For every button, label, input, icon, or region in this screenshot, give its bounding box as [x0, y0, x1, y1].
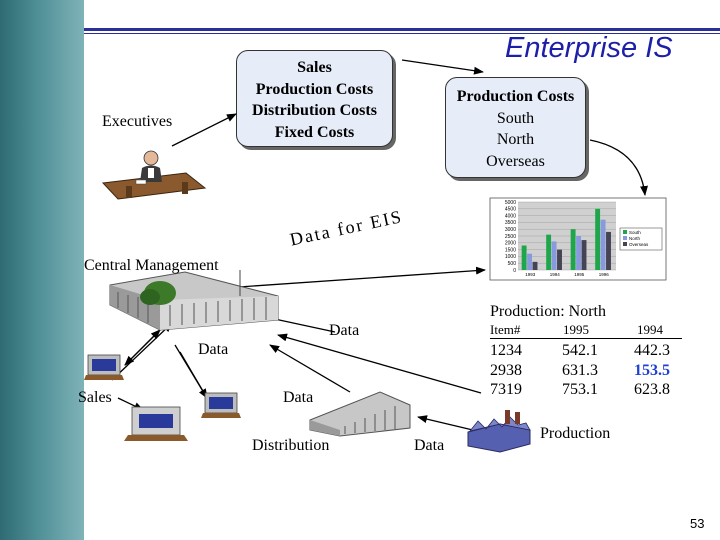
chart-bar [521, 245, 527, 270]
arrow-sales-to-central [111, 322, 173, 381]
column-header-1994: 1994 [637, 322, 663, 337]
chart-y-tick-label: 2000 [505, 241, 516, 247]
data-label: Data [329, 322, 360, 339]
chart-bar [546, 234, 552, 270]
arrow-distribution-to-central [269, 344, 351, 393]
top-rule [84, 28, 720, 31]
chart-x-tick-label: 1996 [599, 272, 610, 277]
chart-bar [551, 241, 557, 270]
arrow-prod-to-central [277, 333, 482, 394]
computer-terminal-illustration [84, 354, 124, 380]
executive-desk-illustration [101, 150, 207, 200]
data-label: Data [198, 341, 229, 358]
box-line: Production Costs [456, 88, 575, 105]
executives-label: Executives [102, 113, 173, 130]
chart-x-tick-label: 1994 [550, 272, 561, 277]
box-line: Sales [297, 59, 332, 76]
chart-y-tick-label: 5000 [505, 200, 516, 206]
arrow-box-to-chart [589, 139, 648, 196]
arrow-executives-to-box [171, 113, 237, 147]
distribution-warehouse-illustration [309, 391, 411, 437]
chart-y-tick-label: 4000 [505, 213, 516, 219]
column-header-1995: 1995 [563, 322, 589, 337]
table-cell: 631.3 [562, 361, 598, 379]
chart-y-tick-label: 3500 [505, 220, 516, 226]
page-number: 53 [690, 516, 705, 531]
chart-bar [581, 240, 587, 270]
production-bar-chart: 5000450040003500300025002000150010005000… [489, 197, 667, 281]
chart-y-tick-label: 1500 [505, 247, 516, 253]
chart-bar [576, 236, 582, 270]
chart-bar [595, 208, 601, 270]
1994-column: 442.3 153.5 623.8 [634, 341, 670, 400]
chart-legend-label: North [629, 236, 641, 241]
column-header-item: Item# [490, 322, 521, 337]
chart-x-tick-label: 1993 [525, 272, 536, 277]
production-table-title: Production: North [490, 303, 606, 320]
chart-legend-swatch [623, 230, 627, 234]
chart-bar [532, 261, 538, 270]
table-cell: 7319 [490, 381, 522, 398]
sales-label: Sales [78, 389, 112, 406]
chart-y-tick-label: 3000 [505, 227, 516, 233]
production-label: Production [540, 425, 611, 442]
chart-y-tick-label: 4500 [505, 207, 516, 213]
chart-legend-swatch [623, 236, 627, 240]
box-line: Production Costs [255, 80, 374, 98]
arrow-box-to-enterprise [401, 59, 484, 75]
box-line: Overseas [486, 152, 545, 170]
data-label: Data [283, 389, 314, 406]
chart-y-tick-label: 500 [508, 261, 517, 267]
table-cell: 2938 [490, 361, 522, 379]
table-header-rule [490, 338, 682, 339]
chart-legend-label: Overseas [629, 242, 649, 247]
box-line: Fixed Costs [274, 123, 355, 141]
slide-title: Enterprise IS [505, 32, 673, 64]
chart-y-tick-label: 2500 [505, 234, 516, 240]
production-factory-illustration [467, 410, 531, 453]
production-costs-box: Production Costs South North Overseas [445, 77, 586, 178]
chart-bar [600, 219, 606, 270]
table-cell: 1234 [490, 342, 522, 359]
box-line: Distribution Costs [252, 102, 377, 119]
table-cell: 442.3 [634, 342, 670, 359]
arrow-data-to-central [269, 317, 336, 333]
chart-y-tick-label: 0 [513, 268, 516, 274]
table-cell-highlight: 153.5 [634, 361, 670, 379]
sales-desk-terminal-illustration [124, 406, 188, 441]
computer-terminal-illustration [201, 392, 241, 418]
chart-x-tick-label: 1995 [574, 272, 585, 277]
headquarters-building-illustration [109, 270, 279, 331]
table-cell: 753.1 [562, 381, 598, 398]
chart-legend-label: South [629, 230, 641, 235]
distribution-label: Distribution [252, 437, 330, 454]
item-column: 1234 2938 7319 [490, 341, 522, 400]
central-management-label: Central Management [84, 257, 219, 274]
box-line: North [496, 131, 535, 148]
cost-categories-box: Sales Production Costs Distribution Cost… [236, 50, 393, 147]
chart-bar [570, 229, 576, 270]
arrow-central-to-eis [223, 266, 486, 289]
table-cell: 623.8 [634, 381, 670, 398]
1995-column: 542.1 631.3 753.1 [562, 341, 598, 400]
chart-bar [606, 231, 611, 270]
arrow-central-to-sales [174, 344, 208, 399]
arrow-terminal-to-central [124, 329, 161, 366]
box-line: South [496, 109, 535, 127]
chart-bar [557, 249, 562, 270]
chart-bar [527, 253, 533, 270]
top-rule-thin [84, 33, 720, 34]
table-cell: 542.1 [562, 342, 598, 359]
sidebar-band [0, 0, 84, 540]
arrow-production-to-distribution [417, 415, 478, 432]
chart-y-tick-label: 1000 [505, 254, 516, 260]
data-label: Data [414, 437, 445, 454]
chart-legend-swatch [623, 242, 627, 246]
